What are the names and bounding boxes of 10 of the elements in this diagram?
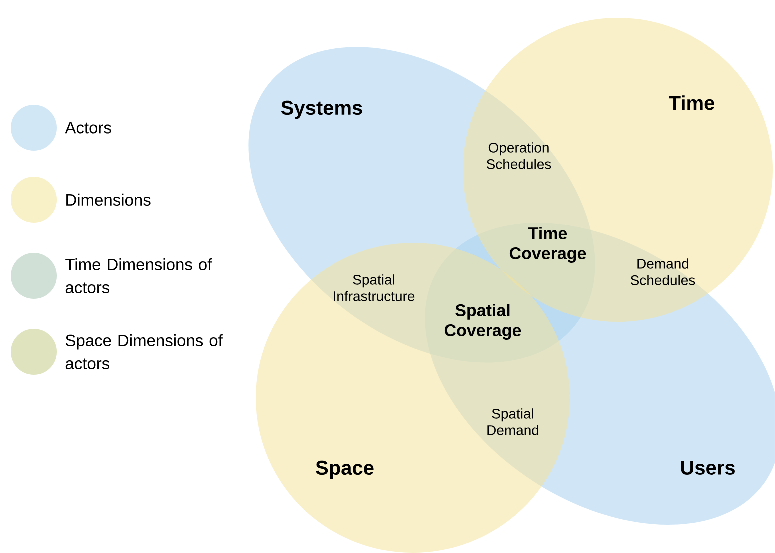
legend-label: Dimensions (66, 194, 151, 206)
legend-label: Actors (65, 122, 112, 134)
legend-label: Time Dimensions of actors (66, 258, 212, 294)
region-label: Spatial Demand (488, 408, 539, 436)
region-label: Demand Schedules (630, 258, 696, 286)
legend-label: Space Dimensions of actors (66, 334, 223, 370)
region-label: Operation Schedules (486, 142, 552, 170)
region-label: Spatial Infrastructure (334, 274, 415, 302)
region-label: Time Coverage (510, 227, 586, 263)
region-label: Spatial Coverage (444, 304, 522, 340)
